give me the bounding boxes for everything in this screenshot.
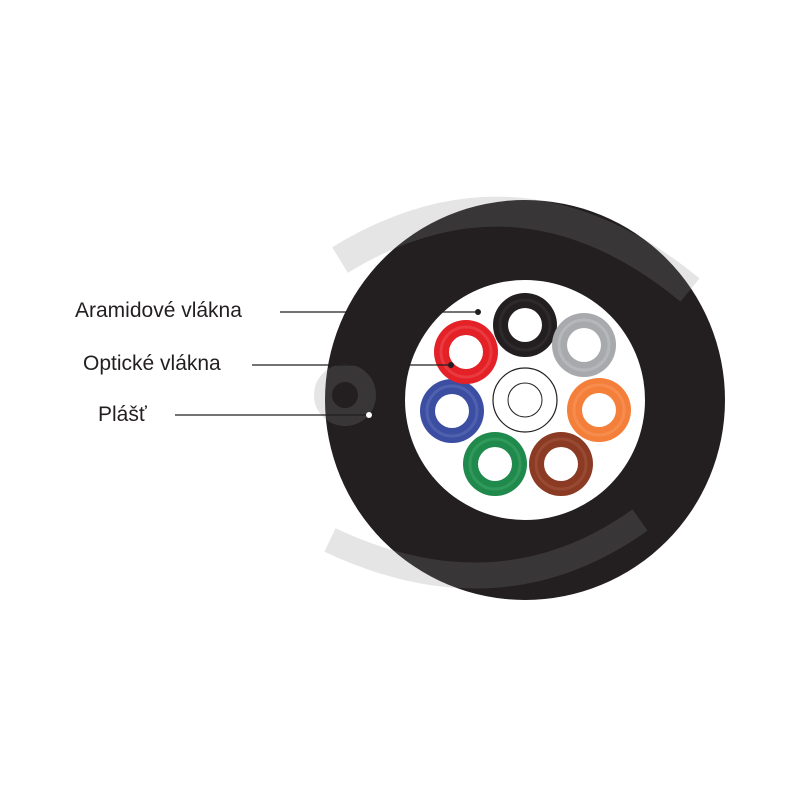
tube-white	[492, 367, 558, 433]
tube-red	[434, 320, 498, 384]
tube-green	[463, 432, 527, 496]
jacket-leader-dot	[366, 412, 372, 418]
fiber-tubes	[420, 293, 631, 496]
tube-gray-shading	[557, 318, 611, 372]
tube-green-fiber	[478, 447, 512, 481]
tube-brown-shading	[534, 437, 588, 491]
tube-gray-fiber	[567, 328, 601, 362]
label-jacket: Plášť	[98, 403, 147, 426]
tube-blue-shading	[425, 384, 479, 438]
tube-orange-shading	[572, 383, 626, 437]
tube-red-shading	[439, 325, 493, 379]
tube-blue-fiber	[435, 394, 469, 428]
tube-black-shading	[498, 298, 552, 352]
tube-white-shading	[498, 373, 552, 427]
tube-white-fiber	[507, 382, 543, 418]
label-aramid-fibers: Aramidové vlákna	[75, 299, 242, 322]
tube-orange	[567, 378, 631, 442]
aramid-leader-dot	[475, 309, 481, 315]
leader-lines	[175, 309, 481, 418]
tube-black-fiber	[508, 308, 542, 342]
label-optical-fibers: Optické vlákna	[83, 352, 221, 375]
tube-red-fiber	[449, 335, 483, 369]
tube-orange-fiber	[582, 393, 616, 427]
tube-green-shading	[468, 437, 522, 491]
watermark-logo	[314, 196, 700, 589]
tube-blue	[420, 379, 484, 443]
tube-brown	[529, 432, 593, 496]
optic-leader-dot	[448, 362, 454, 368]
tube-gray	[552, 313, 616, 377]
tube-black	[493, 293, 557, 357]
tube-brown-fiber	[544, 447, 578, 481]
